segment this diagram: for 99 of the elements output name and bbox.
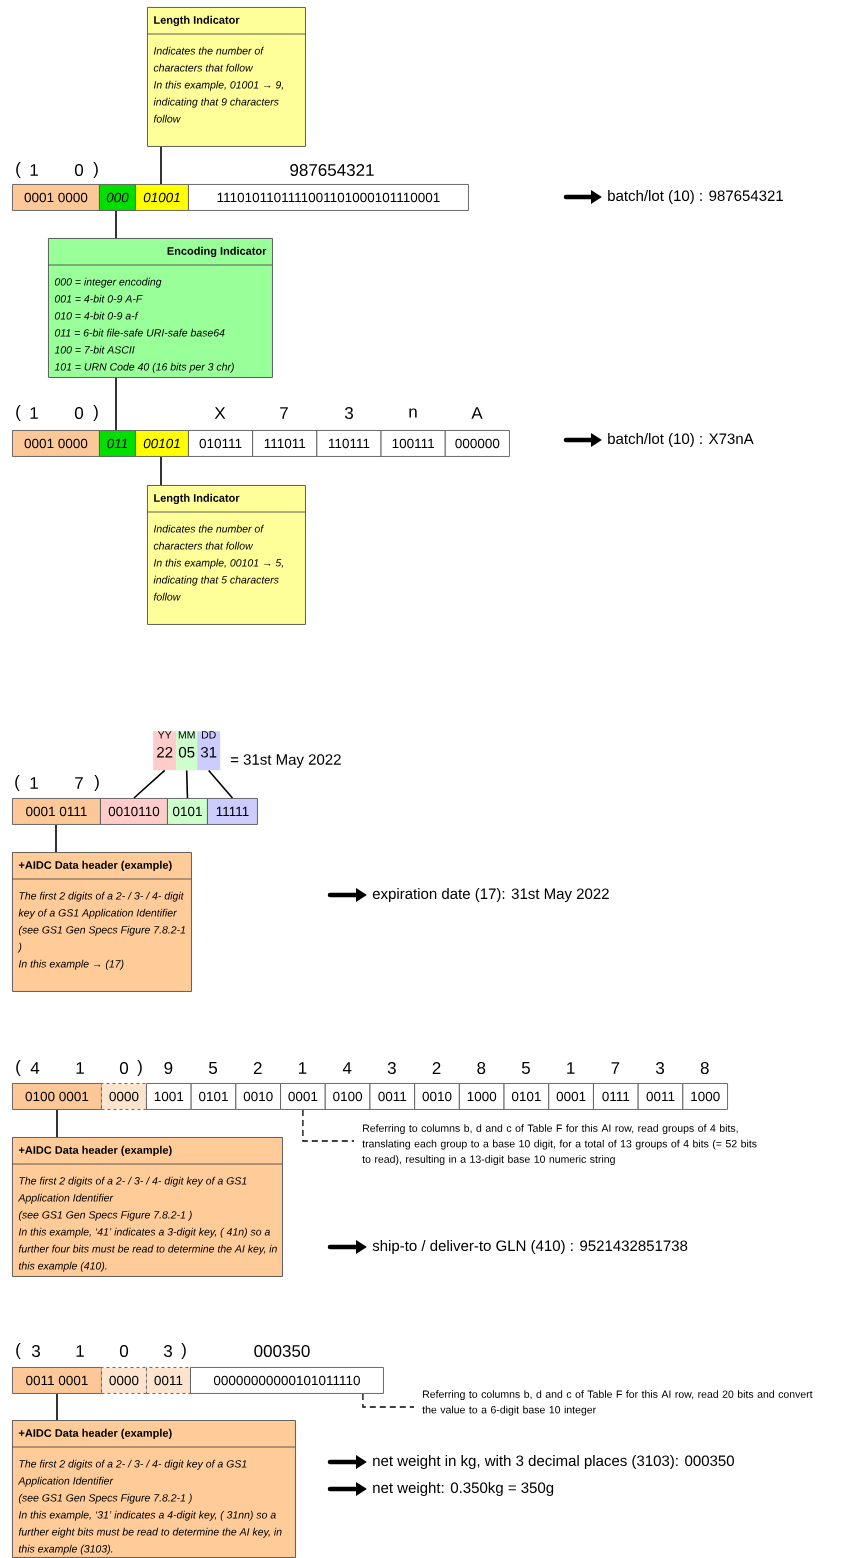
- character-label: (: [16, 405, 21, 421]
- bit-field: 0101: [190, 1083, 237, 1110]
- bit-field: 0101: [167, 798, 208, 825]
- leader-line: [362, 1393, 415, 1408]
- character-label: 1: [76, 1062, 84, 1074]
- character-label: 4: [342, 1062, 352, 1074]
- date-part-box: DD 31: [197, 731, 221, 771]
- character-label: ): [94, 775, 99, 791]
- bit-field: 1110101101111001101000101110001: [188, 184, 469, 211]
- callout-box: +AIDC Data header (example) The first 2 digits of a 2- / 3- / 4- digit key of a GS1 Application Identifier (see GS1 Gen Specs Figure 7.8.2-1 ) In this example, ‘41’ indicates a 3-digit key, ( 41n) so a further four bits must be read to determine the AI key, in this example (410).: [11, 1137, 283, 1277]
- character-label: 1: [76, 1345, 84, 1357]
- character-label: ): [181, 1343, 186, 1359]
- bit-field: 110111: [316, 430, 382, 457]
- result-text: net weight in kg, with 3 decimal places (3103): 000350: [373, 1455, 734, 1469]
- bit-field: 0100: [324, 1083, 371, 1110]
- result-text: ship-to / deliver-to GLN (410) : 9521432851738: [372, 1240, 688, 1254]
- character-label: 8: [700, 1062, 709, 1075]
- bit-field: 00101: [135, 430, 189, 457]
- character-label: X: [214, 407, 226, 419]
- result-text: batch/lot (10) : 987654321: [608, 190, 783, 204]
- callout-box: Length Indicator Indicates the number of characters that follow In this example, 00101 → 5, indicating that 5 characters follow: [146, 485, 306, 625]
- result-text: net weight: 0.350kg = 350g: [373, 1482, 554, 1496]
- bit-field: 111011: [252, 430, 318, 457]
- connector-line: [55, 824, 57, 853]
- bit-field: 100111: [380, 430, 446, 457]
- character-label: 5: [209, 1062, 218, 1074]
- date-part-box: MM 05: [176, 731, 198, 771]
- character-label: 0: [74, 164, 84, 177]
- character-label: 8: [477, 1062, 486, 1075]
- callout-box: Encoding Indicator 000 = integer encoding 001 = 4-bit 0-9 A-F 010 = 4-bit 0-9 a-f 011 = 6-bit file-safe URI-safe base64 100 = 7-bit ASCII 101 = URN Code 40 (16 bits per 3 chr): [47, 238, 273, 378]
- bit-field: 1000: [458, 1083, 505, 1110]
- character-label: 9: [164, 1062, 173, 1075]
- character-label: 1: [567, 1062, 575, 1074]
- bit-field: 0001: [548, 1083, 594, 1110]
- bit-field: 0001 0111: [12, 798, 101, 825]
- bit-field: 0000: [101, 1083, 147, 1110]
- character-label: 3: [344, 407, 353, 420]
- bit-field: 0000: [101, 1367, 147, 1394]
- character-label: ): [93, 405, 98, 421]
- bit-field: 0101: [503, 1083, 550, 1110]
- bit-field: 010111: [188, 430, 254, 457]
- character-label: 0: [119, 1345, 129, 1358]
- character-label: 0: [119, 1062, 129, 1075]
- note-text: Referring to columns b, d and c of Table F for this AI row, read 20 bits and convert the value to a 6-digit base 10 integer: [422, 1390, 813, 1416]
- character-label: ): [137, 1060, 142, 1076]
- date-part-box: YY 22: [153, 731, 177, 771]
- bit-field: 0011 0001: [12, 1367, 102, 1394]
- connector-line: [185, 769, 189, 799]
- decoded-value-label: = 31st May 2022: [230, 754, 341, 768]
- bit-field: 1000: [682, 1083, 728, 1110]
- character-label: 5: [521, 1062, 530, 1074]
- character-label: 987654321: [290, 164, 374, 177]
- connector-line: [207, 769, 234, 799]
- character-label: 0: [74, 407, 84, 420]
- character-label: ): [93, 162, 98, 178]
- character-label: 2: [432, 1062, 441, 1074]
- character-label: 1: [299, 1062, 307, 1074]
- callout-box: +AIDC Data header (example) The first 2 digits of a 2- / 3- / 4- digit key of a GS1 Application Identifier (see GS1 Gen Specs Figure 7.8.2-1 ) In this example, ‘31’ indicates a 4-digit key, ( 31nn) so a further eight bits must be read to determine the AI key, in this example (3103).: [11, 1420, 296, 1558]
- bit-field: 0010110: [100, 798, 168, 825]
- bit-field: 00000000000101011110: [190, 1367, 384, 1394]
- character-label: 7: [75, 777, 83, 789]
- bit-field: 0111: [593, 1083, 639, 1110]
- bit-field: 01001: [135, 184, 189, 211]
- callout-box: +AIDC Data header (example) The first 2 digits of a 2- / 3- / 4- digit key of a GS1 Application Identifier (see GS1 Gen Specs Figure 7.8.2-1 ) In this example → (17): [11, 852, 192, 992]
- bit-field: 11111: [207, 798, 258, 825]
- leader-line: [302, 1109, 355, 1142]
- character-label: 7: [280, 407, 288, 419]
- character-label: 3: [655, 1062, 665, 1075]
- bit-field: 0100 0001: [12, 1083, 102, 1110]
- connector-line: [133, 769, 166, 799]
- bit-field: 000000: [444, 430, 510, 457]
- character-label: 1: [30, 407, 38, 419]
- character-label: 2: [253, 1062, 262, 1074]
- callout-box: Length Indicator Indicates the number of characters that follow In this example, 01001 → 9, indicating that 9 characters follow: [146, 7, 306, 147]
- character-label: 7: [611, 1062, 620, 1074]
- result-text: expiration date (17): 31st May 2022: [372, 888, 609, 902]
- character-label: 3: [387, 1062, 396, 1075]
- bit-field: 0001: [280, 1083, 326, 1110]
- bit-field: 0011: [146, 1367, 191, 1394]
- result-text: batch/lot (10) : X73nA: [608, 433, 754, 447]
- bit-field: 000: [99, 184, 136, 211]
- bit-field: 1001: [146, 1083, 192, 1110]
- character-label: A: [471, 407, 483, 419]
- bit-field: 011: [99, 430, 136, 457]
- bit-field: 0001 0000: [12, 430, 100, 457]
- bit-field: 0011: [637, 1083, 684, 1110]
- character-label: 3: [163, 1345, 172, 1358]
- connector-line: [115, 210, 117, 239]
- note-text: Referring to columns b, d and c of Table F for this AI row, read groups of 4 bits, translating each group to a base 10 digit, for a total of 13 groups of 4 bits (= 52 bits to read), resulting in a 13-digit base 10 numeric string: [362, 1124, 757, 1165]
- connector-line: [160, 146, 162, 185]
- connector-line: [56, 1109, 58, 1138]
- character-label: n: [409, 408, 417, 418]
- bit-field: 0010: [235, 1083, 281, 1110]
- bit-field: 0010: [414, 1083, 460, 1110]
- bit-field: 0001 0000: [12, 184, 100, 211]
- connector-line: [160, 456, 162, 486]
- bit-field: 0011: [369, 1083, 416, 1110]
- connector-line: [115, 377, 117, 431]
- connector-line: [56, 1393, 58, 1421]
